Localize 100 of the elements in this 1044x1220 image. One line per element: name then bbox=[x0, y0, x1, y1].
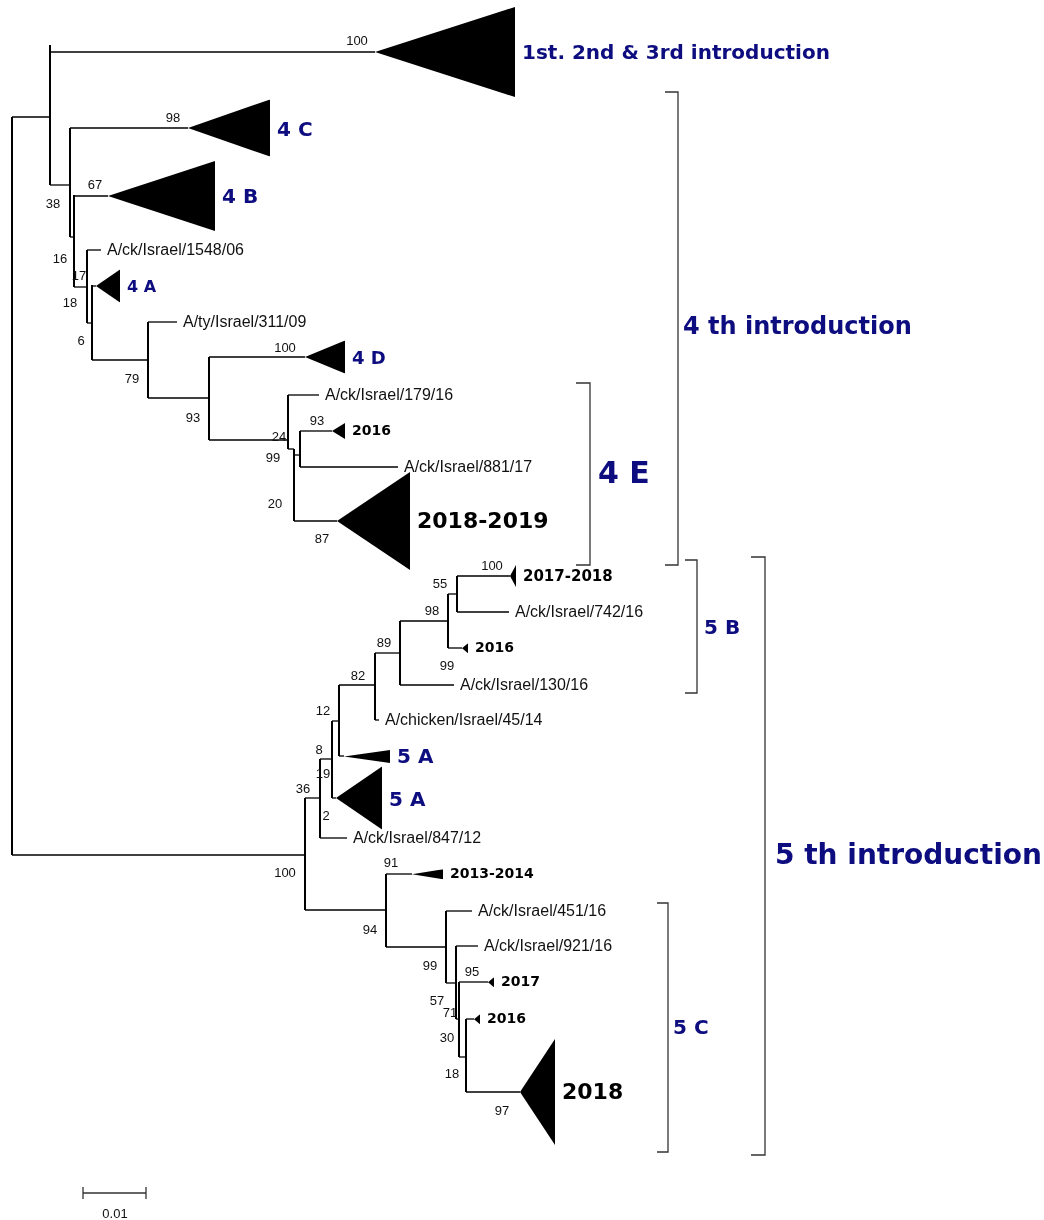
bootstrap-value: 93 bbox=[309, 413, 325, 427]
branch-line bbox=[455, 945, 479, 947]
tree-node-line bbox=[374, 653, 376, 720]
bootstrap-value: 38 bbox=[45, 196, 61, 210]
bootstrap-value: 30 bbox=[439, 1030, 455, 1044]
bootstrap-value: 91 bbox=[383, 855, 399, 869]
tree-node-line bbox=[49, 45, 51, 185]
branch-line bbox=[287, 394, 320, 396]
bootstrap-value: 89 bbox=[376, 635, 392, 649]
branch-line bbox=[73, 286, 88, 288]
group-label: 4 th introduction bbox=[683, 312, 912, 340]
clade-label: 4 D bbox=[352, 347, 386, 367]
bootstrap-value: 98 bbox=[424, 603, 440, 617]
clade-label: 2017-2018 bbox=[523, 567, 613, 585]
tree-node-line bbox=[86, 250, 88, 323]
branch-line bbox=[456, 575, 511, 577]
branch-line bbox=[208, 356, 306, 358]
bootstrap-value: 8 bbox=[315, 742, 323, 756]
bootstrap-value: 93 bbox=[185, 410, 201, 424]
branch-line bbox=[374, 719, 380, 721]
tree-node-line bbox=[465, 1019, 467, 1092]
group-label: 4 E bbox=[598, 455, 650, 489]
bootstrap-value: 100 bbox=[274, 865, 296, 879]
clade-label: 2018 bbox=[562, 1079, 624, 1105]
branch-line bbox=[208, 439, 289, 441]
bootstrap-value: 18 bbox=[444, 1066, 460, 1080]
tree-node-line bbox=[304, 798, 306, 910]
bootstrap-value: 99 bbox=[439, 658, 455, 672]
branch-line bbox=[11, 854, 306, 856]
tree-node-line bbox=[299, 431, 301, 467]
clade-label: 2016 bbox=[352, 423, 391, 439]
tree-node-line bbox=[456, 576, 458, 612]
tree-node-line bbox=[385, 874, 387, 947]
bootstrap-value: 87 bbox=[314, 531, 330, 545]
taxon-label: A/ck/Israel/881/17 bbox=[398, 458, 533, 476]
tree-node-line bbox=[11, 117, 13, 855]
taxon-label: A/ck/Israel/742/16 bbox=[509, 603, 644, 621]
branch-line bbox=[445, 910, 473, 912]
clade-label: 5 A bbox=[389, 787, 426, 809]
branch-line bbox=[399, 620, 449, 622]
branch-line bbox=[304, 909, 387, 911]
branch-line bbox=[86, 249, 102, 251]
clade-label: 2018-2019 bbox=[417, 508, 549, 534]
clade-label: 2017 bbox=[501, 974, 540, 990]
branch-line bbox=[91, 285, 97, 287]
branch-line bbox=[293, 454, 301, 456]
branch-line bbox=[331, 720, 340, 722]
branch-line bbox=[399, 684, 455, 686]
group-label: 5 th introduction bbox=[775, 839, 1042, 871]
tree-node-line bbox=[399, 621, 401, 685]
clade-label: 2016 bbox=[487, 1011, 526, 1027]
branch-line bbox=[147, 397, 210, 399]
tree-node-line bbox=[147, 322, 149, 398]
tree-node-line bbox=[445, 911, 447, 983]
bootstrap-value: 99 bbox=[265, 450, 281, 464]
bootstrap-value: 100 bbox=[274, 340, 296, 354]
clade-label: 1st. 2nd & 3rd introduction bbox=[522, 41, 830, 63]
bootstrap-value: 99 bbox=[422, 958, 438, 972]
taxon-label: A/ck/Israel/847/12 bbox=[347, 829, 482, 847]
taxon-label: A/ck/Israel/921/16 bbox=[478, 937, 613, 955]
scale-label: 0.01 bbox=[102, 1206, 128, 1220]
branch-line bbox=[49, 51, 376, 53]
branch-line bbox=[299, 430, 333, 432]
tree-node-line bbox=[455, 946, 457, 1019]
taxon-label: A/ck/Israel/130/16 bbox=[454, 676, 589, 694]
branch-line bbox=[319, 837, 348, 839]
group-label: 5 B bbox=[704, 616, 741, 638]
bootstrap-value: 16 bbox=[52, 251, 68, 265]
tree-node-line bbox=[208, 357, 210, 440]
bootstrap-value: 95 bbox=[464, 964, 480, 978]
bootstrap-value: 97 bbox=[494, 1103, 510, 1117]
tree-node-line bbox=[447, 594, 449, 648]
branch-line bbox=[458, 981, 489, 983]
branch-line bbox=[458, 1056, 467, 1058]
clade-label: 4 A bbox=[127, 277, 157, 295]
branch-line bbox=[147, 321, 178, 323]
branch-line bbox=[445, 982, 457, 984]
taxon-label: A/ck/Israel/1548/06 bbox=[101, 241, 244, 259]
branch-line bbox=[385, 946, 447, 948]
clade-label: 5 A bbox=[397, 745, 434, 767]
bootstrap-value: 94 bbox=[362, 922, 378, 936]
bootstrap-value: 36 bbox=[295, 781, 311, 795]
bootstrap-value: 12 bbox=[315, 703, 331, 717]
taxon-label: A/chicken/Israel/45/14 bbox=[379, 711, 543, 729]
tree-node-line bbox=[73, 195, 75, 287]
bootstrap-value: 98 bbox=[165, 110, 181, 124]
bootstrap-value: 6 bbox=[77, 333, 85, 347]
branch-line bbox=[299, 466, 399, 468]
branch-line bbox=[447, 647, 463, 649]
tree-node-line bbox=[331, 721, 333, 798]
branch-line bbox=[69, 127, 189, 129]
bootstrap-value: 79 bbox=[124, 371, 140, 385]
tree-node-line bbox=[458, 982, 460, 1057]
tree-node-line bbox=[319, 759, 321, 838]
tree-node-line bbox=[293, 449, 295, 521]
branch-line bbox=[465, 1091, 521, 1093]
taxon-label: A/ck/Israel/179/16 bbox=[319, 386, 454, 404]
bootstrap-value: 18 bbox=[62, 295, 78, 309]
branch-line bbox=[287, 448, 295, 450]
branch-line bbox=[49, 184, 71, 186]
